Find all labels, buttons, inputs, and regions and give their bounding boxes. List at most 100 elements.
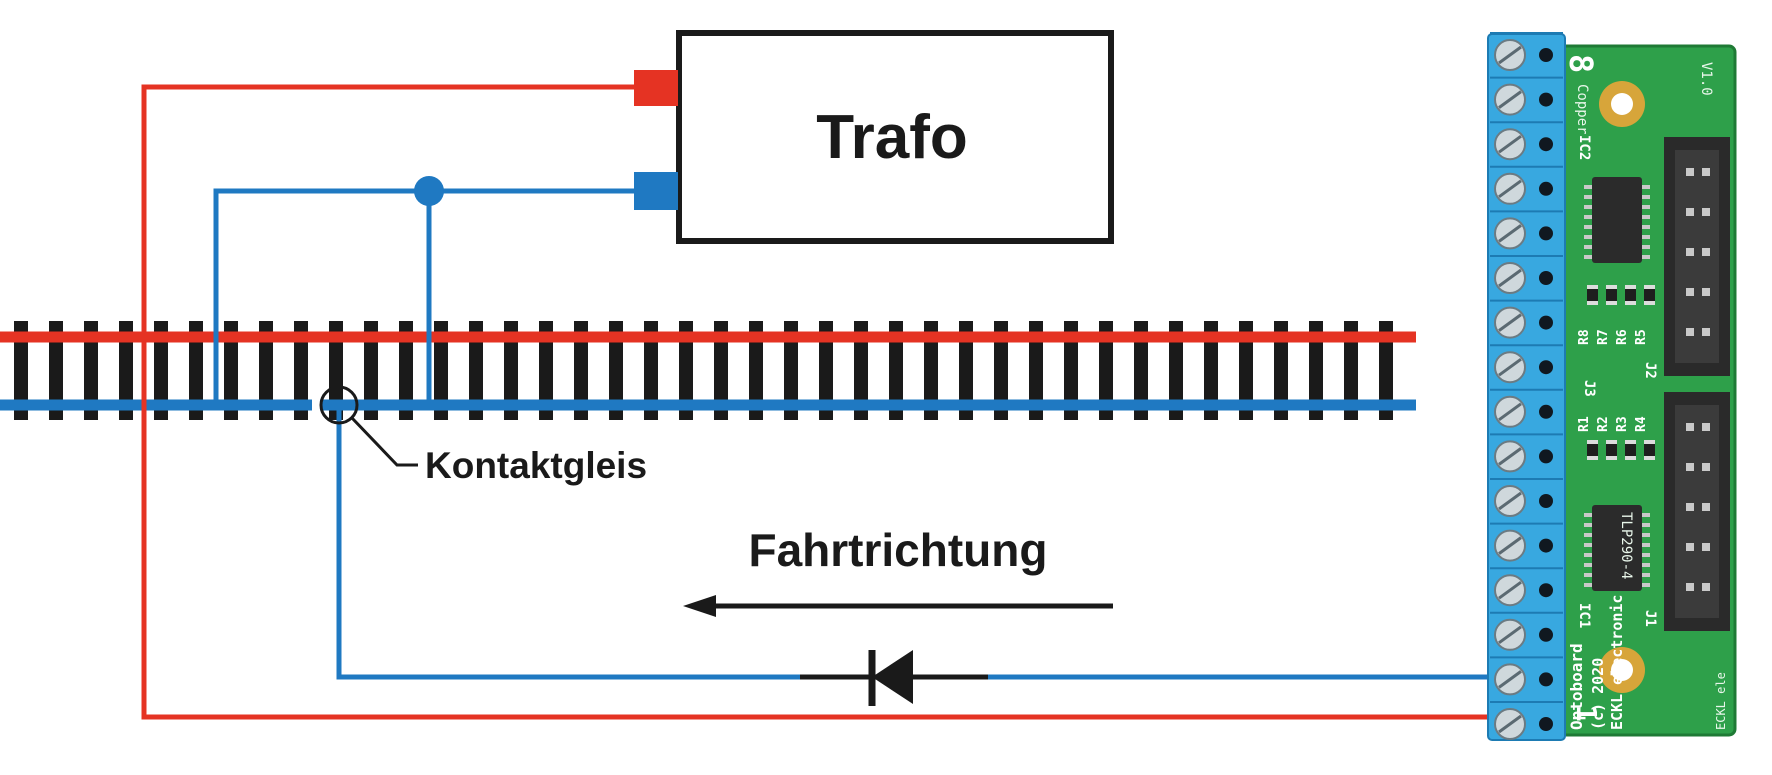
ic-leg — [1584, 553, 1592, 557]
resistor-cap — [1587, 440, 1598, 444]
ic-leg — [1642, 235, 1650, 239]
screw-slot — [1498, 268, 1522, 288]
track-sleeper — [819, 321, 833, 420]
ic-leg — [1584, 533, 1592, 537]
screw-slot — [1498, 45, 1522, 65]
resistor-label: R2 — [1596, 416, 1611, 432]
screw-slot — [1498, 625, 1522, 645]
track-sleeper — [924, 321, 938, 420]
track-sleeper — [329, 321, 343, 420]
transformer-terminal-blue — [634, 172, 678, 210]
header-pin — [1686, 328, 1694, 336]
ic-leg — [1642, 185, 1650, 189]
header-connector-bottom — [1664, 392, 1730, 631]
track-sleeper — [259, 321, 273, 420]
resistor-cap — [1625, 456, 1636, 460]
screw-slot — [1498, 402, 1522, 422]
manufacturer-small-text: ECKL ele — [1714, 672, 1728, 730]
resistor-cap — [1625, 285, 1636, 289]
screw-terminals — [1490, 32, 1563, 740]
resistor — [1587, 440, 1598, 460]
ic-leg — [1642, 255, 1650, 259]
rail-gap — [312, 396, 320, 414]
ic-leg — [1642, 195, 1650, 199]
track-sleeper — [1134, 321, 1148, 420]
ic-leg — [1584, 583, 1592, 587]
ic-leg — [1642, 523, 1650, 527]
track-sleeper — [399, 321, 413, 420]
wire-entry-hole — [1539, 181, 1553, 196]
direction-label: Fahrtrichtung — [749, 524, 1048, 576]
header-pin — [1686, 208, 1694, 216]
wire-entry-hole — [1539, 494, 1553, 508]
ic-leg — [1584, 523, 1592, 527]
wire-entry-hole — [1539, 672, 1553, 687]
track-sleeper — [854, 321, 868, 420]
wire-entry-hole — [1539, 271, 1553, 285]
header-pin — [1686, 543, 1694, 551]
resistor-cap — [1606, 456, 1617, 460]
wire-blue-contact — [336, 405, 800, 680]
header-pin — [1702, 208, 1710, 216]
transformer-label: Trafo — [816, 103, 968, 172]
header-pin — [1702, 328, 1710, 336]
wire-blue-main — [213, 188, 634, 405]
ic-leg — [1642, 573, 1650, 577]
screw-slot — [1498, 179, 1522, 199]
track-sleeper — [714, 321, 728, 420]
track-sleeper — [994, 321, 1008, 420]
header-pin — [1686, 423, 1694, 431]
resistor — [1606, 285, 1617, 305]
ic-leg — [1584, 225, 1592, 229]
track-sleeper — [84, 321, 98, 420]
wire-entry-hole — [1539, 627, 1553, 642]
track-sleeper — [1239, 321, 1253, 420]
copper-label: Copper — [1574, 84, 1590, 135]
header-pin — [1702, 288, 1710, 296]
ic-leg — [1642, 205, 1650, 209]
screw-slot — [1498, 134, 1522, 154]
track-sleeper — [224, 321, 238, 420]
ic-chip-top — [1584, 177, 1650, 263]
wire-junction-dot — [414, 176, 444, 206]
screw-slot — [1498, 90, 1522, 109]
resistor-label: R4 — [1634, 416, 1649, 432]
ic-chip-bottom: TLP290-4 — [1584, 505, 1650, 591]
track-sleeper — [1379, 321, 1393, 420]
track-sleeper — [1274, 321, 1288, 420]
track-sleeper — [784, 321, 798, 420]
ic-leg — [1584, 205, 1592, 209]
track-sleeper — [644, 321, 658, 420]
screw-slot — [1498, 447, 1522, 466]
wire-entry-hole — [1539, 538, 1553, 553]
screw-slot — [1498, 224, 1522, 243]
version-label: V1.0 — [1698, 62, 1714, 96]
header-pin — [1686, 463, 1694, 471]
chip-marking: TLP290-4 — [1618, 512, 1634, 579]
ic-leg — [1642, 245, 1650, 249]
screw-slot — [1498, 313, 1522, 332]
ic-leg — [1642, 215, 1650, 219]
header-pin — [1702, 503, 1710, 511]
wire-entry-hole — [1539, 226, 1553, 241]
pin-number-bottom: 1 — [1570, 705, 1603, 722]
header-pin — [1702, 423, 1710, 431]
resistor — [1644, 285, 1655, 305]
ic-leg — [1642, 553, 1650, 557]
track-sleeper — [959, 321, 973, 420]
header-pin — [1702, 463, 1710, 471]
resistor — [1587, 285, 1598, 305]
ic-leg — [1584, 543, 1592, 547]
resistor-label: R1 — [1577, 416, 1592, 432]
track-sleeper — [1064, 321, 1078, 420]
track-sleeper — [434, 321, 448, 420]
diode-icon — [800, 650, 988, 706]
wire-entry-hole — [1539, 137, 1553, 152]
resistor — [1644, 440, 1655, 460]
resistor-cap — [1625, 301, 1636, 305]
ic-leg — [1584, 215, 1592, 219]
ic-bottom-label: IC1 — [1576, 603, 1592, 628]
track-sleeper — [574, 321, 588, 420]
track-sleeper — [749, 321, 763, 420]
